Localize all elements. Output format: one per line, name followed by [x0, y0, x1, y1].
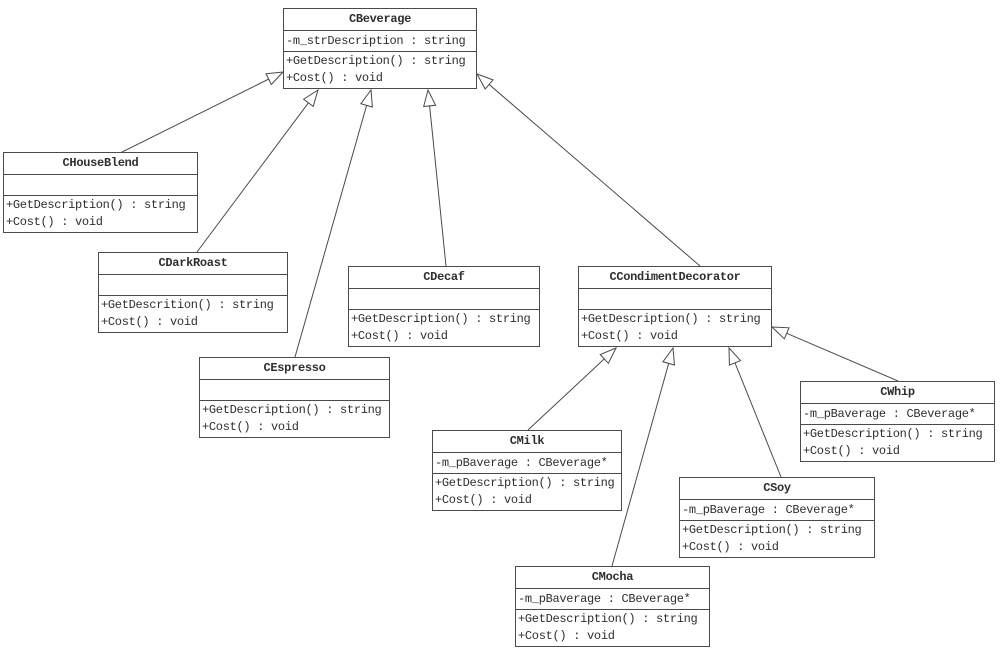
class-name: CMocha: [516, 567, 709, 589]
method: +GetDescription() : string: [803, 427, 983, 441]
class-name: CDarkRoast: [99, 253, 287, 275]
class-name: CDecaf: [349, 267, 539, 289]
class-attributes: -m_pBaverage : CBeverage*: [433, 453, 621, 474]
generalization-arrowhead-icon: [662, 346, 676, 366]
attribute: -m_pBaverage : CBeverage*: [435, 456, 608, 470]
generalization-line-ccondimentdecorator-to-cbeverage: [488, 84, 701, 267]
method: +Cost() : void: [351, 329, 448, 343]
attribute: -m_pBaverage : CBeverage*: [803, 407, 976, 421]
generalization-arrowhead-icon: [728, 346, 742, 366]
class-methods: +GetDescrition() : string +Cost() : void: [99, 296, 287, 332]
class-name: CSoy: [680, 478, 874, 500]
class-methods: +GetDescription() : string +Cost() : voi…: [4, 196, 197, 232]
class-attributes: -m_pBaverage : CBeverage*: [801, 404, 994, 425]
class-name: CCondimentDecorator: [579, 267, 771, 289]
generalization-line-cdecaf-to-cbeverage: [429, 105, 447, 267]
attribute: -m_pBaverage : CBeverage*: [518, 592, 691, 606]
class-name: CEspresso: [200, 358, 389, 380]
class-methods: +GetDescription() : string +Cost() : voi…: [801, 425, 994, 461]
class-name: CHouseBlend: [4, 153, 197, 175]
method: +Cost() : void: [202, 420, 299, 434]
method: +Cost() : void: [101, 315, 198, 329]
generalization-arrowhead-icon: [475, 73, 494, 90]
attribute: -m_strDescription : string: [286, 34, 466, 48]
generalization-arrowhead-icon: [422, 88, 437, 108]
generalization-line-cmocha-to-ccondimentdecorator: [611, 363, 670, 567]
class-box-ccondimentdecorator[interactable]: CCondimentDecorator +GetDescription() : …: [578, 266, 772, 347]
class-attributes: [349, 289, 539, 310]
class-attributes: [4, 175, 197, 196]
class-methods: +GetDescription() : string +Cost() : voi…: [349, 310, 539, 346]
method: +GetDescription() : string: [286, 54, 466, 68]
class-box-cmilk[interactable]: CMilk -m_pBaverage : CBeverage* +GetDesc…: [432, 430, 622, 511]
generalization-arrowhead-icon: [599, 347, 618, 365]
class-name: CBeverage: [284, 9, 476, 31]
class-attributes: -m_pBaverage : CBeverage*: [516, 589, 709, 610]
method: +GetDescription() : string: [202, 403, 382, 417]
generalization-line-csoy-to-ccondimentdecorator: [734, 362, 782, 478]
method: +Cost() : void: [286, 71, 383, 85]
method: +Cost() : void: [803, 444, 900, 458]
class-box-csoy[interactable]: CSoy -m_pBaverage : CBeverage* +GetDescr…: [679, 477, 875, 558]
class-methods: +GetDescription() : string +Cost() : voi…: [680, 521, 874, 557]
class-methods: +GetDescription() : string +Cost() : voi…: [433, 474, 621, 510]
method: +Cost() : void: [682, 540, 779, 554]
method: +GetDescription() : string: [351, 312, 531, 326]
class-box-cdarkroast[interactable]: CDarkRoast +GetDescrition() : string +Co…: [98, 252, 288, 333]
class-box-cbeverage[interactable]: CBeverage -m_strDescription : string +Ge…: [283, 8, 477, 89]
generalization-arrowhead-icon: [302, 88, 319, 108]
class-name: CWhip: [801, 382, 994, 404]
generalization-arrowhead-icon: [360, 88, 373, 108]
class-attributes: [200, 380, 389, 401]
method: +Cost() : void: [581, 329, 678, 343]
method: +GetDescription() : string: [682, 523, 862, 537]
class-attributes: -m_pBaverage : CBeverage*: [680, 500, 874, 521]
class-box-chouseblend[interactable]: CHouseBlend +GetDescription() : string +…: [3, 152, 198, 233]
method: +Cost() : void: [518, 629, 615, 643]
class-methods: +GetDescription() : string +Cost() : voi…: [284, 52, 476, 88]
class-attributes: [579, 289, 771, 310]
generalization-line-cwhip-to-ccondimentdecorator: [786, 332, 899, 382]
class-name: CMilk: [433, 431, 621, 453]
class-attributes: -m_strDescription : string: [284, 31, 476, 52]
method: +GetDescription() : string: [581, 312, 761, 326]
generalization-arrowhead-icon: [770, 326, 790, 340]
method: +GetDescription() : string: [435, 476, 615, 490]
method: +Cost() : void: [6, 215, 103, 229]
generalization-line-cmilk-to-ccondimentdecorator: [527, 358, 605, 431]
method: +GetDescription() : string: [6, 198, 186, 212]
class-box-cdecaf[interactable]: CDecaf +GetDescription() : string +Cost(…: [348, 266, 540, 347]
method: +GetDescription() : string: [518, 612, 698, 626]
class-box-cespresso[interactable]: CEspresso +GetDescription() : string +Co…: [199, 357, 390, 438]
attribute: -m_pBaverage : CBeverage*: [682, 503, 855, 517]
generalization-arrowhead-icon: [265, 71, 285, 86]
class-box-cmocha[interactable]: CMocha -m_pBaverage : CBeverage* +GetDes…: [515, 566, 710, 647]
class-attributes: [99, 275, 287, 296]
method: +GetDescrition() : string: [101, 298, 274, 312]
class-box-cwhip[interactable]: CWhip -m_pBaverage : CBeverage* +GetDesc…: [800, 381, 995, 462]
generalization-line-cdarkroast-to-cbeverage: [196, 102, 309, 253]
class-methods: +GetDescription() : string +Cost() : voi…: [579, 310, 771, 346]
class-methods: +GetDescription() : string +Cost() : voi…: [200, 401, 389, 437]
class-methods: +GetDescription() : string +Cost() : voi…: [516, 610, 709, 646]
method: +Cost() : void: [435, 493, 532, 507]
generalization-line-cespresso-to-cbeverage: [294, 105, 368, 358]
generalization-line-chouseblend-to-cbeverage: [121, 78, 269, 153]
